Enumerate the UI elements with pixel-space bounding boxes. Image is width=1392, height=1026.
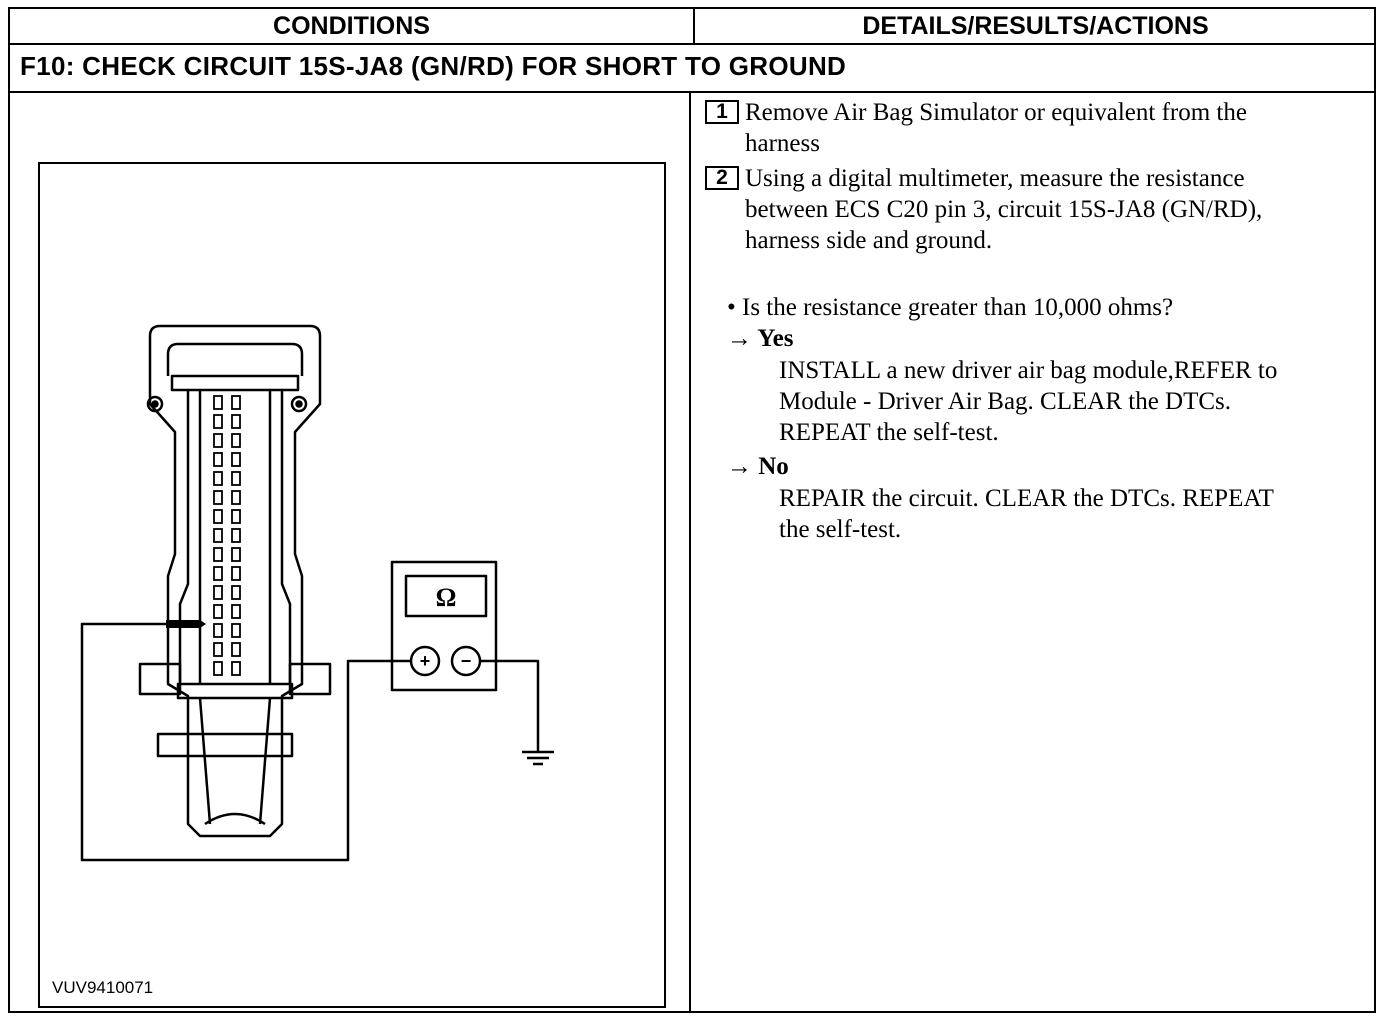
- connector-collar: [156, 732, 294, 758]
- pin-cavity: [231, 642, 241, 657]
- pin-cavities: [213, 395, 241, 676]
- header-divider: [693, 9, 695, 45]
- ground-symbol: [522, 750, 554, 766]
- step-number-box: 1: [705, 100, 739, 124]
- pin-cavity: [231, 585, 241, 600]
- mount-hole-right: [290, 395, 308, 413]
- details-header: DETAILS/RESULTS/ACTIONS: [862, 12, 1209, 40]
- step-text-line: Using a digital multimeter, measure the …: [745, 165, 1245, 192]
- procedure-table: CONDITIONS DETAILS/RESULTS/ACTIONS F10: …: [8, 7, 1376, 1013]
- pin-cavity: [213, 433, 223, 448]
- question-text: • Is the resistance greater than 10,000 …: [727, 294, 1174, 321]
- pin-cavity: [213, 395, 223, 410]
- connector-diagram-svg: Ω + −: [80, 324, 554, 862]
- pin-cavity: [213, 490, 223, 505]
- pin-cavity: [213, 585, 223, 600]
- probe-tip: [166, 620, 206, 628]
- pin-cavity: [231, 452, 241, 467]
- pin-cavity: [213, 661, 223, 676]
- yes-action-line: REPEAT the self-test.: [779, 419, 999, 446]
- step-title: F10: CHECK CIRCUIT 15S-JA8 (GN/RD) FOR S…: [20, 51, 847, 81]
- multimeter-body: [390, 560, 498, 692]
- figure-id: VUV9410071: [52, 978, 154, 997]
- mount-hole-left: [146, 395, 164, 413]
- pin-cavity: [231, 395, 241, 410]
- step-text-line: harness: [745, 130, 820, 157]
- step-text-line: harness side and ground.: [745, 227, 993, 254]
- lock-tab-left: [138, 662, 182, 696]
- pin-cavity: [213, 566, 223, 581]
- connector-shell: [148, 324, 322, 838]
- meter-ohm-symbol: Ω: [436, 583, 457, 612]
- pin-cavity: [213, 452, 223, 467]
- connector-latch: [166, 342, 304, 376]
- pin-cavity: [213, 528, 223, 543]
- pin-cavity: [231, 490, 241, 505]
- pin-cavity: [231, 566, 241, 581]
- pin-cavity: [231, 433, 241, 448]
- lock-tab-right: [288, 662, 332, 696]
- pin-cavity: [231, 623, 241, 638]
- no-action-line: the self-test.: [779, 516, 902, 543]
- pin-cavity: [231, 471, 241, 486]
- pin-cavity: [213, 623, 223, 638]
- pin-cavity: [213, 604, 223, 619]
- test-lead-negative: [480, 659, 540, 752]
- conditions-header: CONDITIONS: [273, 12, 430, 40]
- pin-cavity: [231, 604, 241, 619]
- step-2: 2 Using a digital multimeter, measure th…: [705, 163, 1370, 259]
- connector-diagram: Ω + − VUV9410071: [38, 162, 666, 1008]
- minus-label: −: [461, 651, 472, 671]
- step-title-row: F10: CHECK CIRCUIT 15S-JA8 (GN/RD) FOR S…: [10, 45, 1374, 93]
- test-lead-positive: [80, 622, 411, 862]
- pin-cavity: [231, 509, 241, 524]
- pin-cavity: [213, 547, 223, 562]
- header-row: CONDITIONS DETAILS/RESULTS/ACTIONS: [10, 9, 1374, 45]
- step-text-line: between ECS C20 pin 3, circuit 15S-JA8 (…: [745, 196, 1263, 223]
- pin-cavity: [231, 661, 241, 676]
- no-action-line: REPAIR the circuit. CLEAR the DTCs. REPE…: [779, 485, 1274, 512]
- pin-cavity: [213, 471, 223, 486]
- yes-action-line: INSTALL a new driver air bag module,REFE…: [779, 357, 1278, 384]
- step-1: 1 Remove Air Bag Simulator or equivalent…: [705, 97, 1370, 161]
- pin-cavity: [231, 414, 241, 429]
- step-text-line: Remove Air Bag Simulator or equivalent f…: [745, 99, 1247, 126]
- pin-cavity: [213, 642, 223, 657]
- step-number-box: 2: [705, 166, 739, 190]
- no-label: → No: [727, 453, 789, 480]
- multimeter-display: [404, 574, 488, 618]
- column-divider: [689, 93, 691, 1013]
- pin-cavity: [213, 509, 223, 524]
- pin-cavity: [231, 547, 241, 562]
- pin-cavity: [231, 528, 241, 543]
- plus-label: +: [420, 651, 431, 671]
- pin-cavity: [213, 414, 223, 429]
- yes-action-line: Module - Driver Air Bag. CLEAR the DTCs.: [779, 388, 1232, 415]
- yes-label: → Yes: [727, 325, 794, 352]
